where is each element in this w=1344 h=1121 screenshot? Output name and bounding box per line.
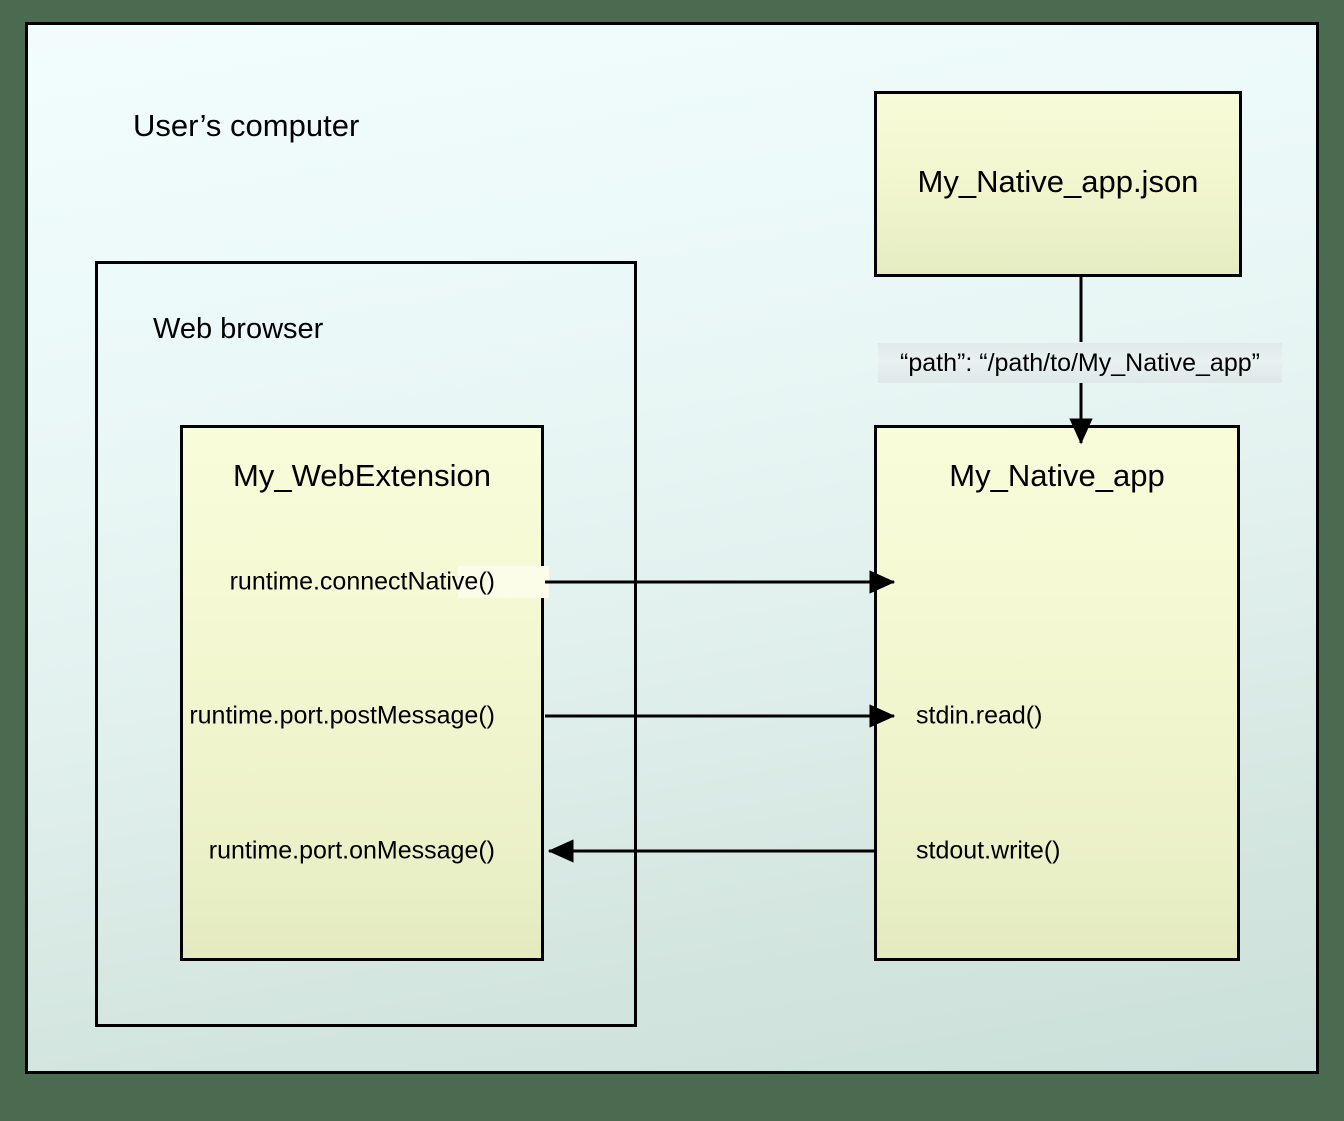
manifest-json-box: My_Native_app.json [874, 91, 1242, 277]
manifest-path-annotation: “path”: “/path/to/My_Native_app” [878, 343, 1282, 383]
users-computer-label: User’s computer [133, 108, 360, 143]
manifest-json-title: My_Native_app.json [917, 164, 1199, 199]
native-app-box: My_Native_app [874, 425, 1240, 961]
connectnative-text-highlight [458, 566, 549, 598]
web-browser-container [95, 261, 637, 1027]
label-stdout-write: stdout.write() [916, 836, 1061, 865]
label-runtime-connectnative: runtime.connectNative() [229, 567, 495, 596]
label-runtime-port-onmessage: runtime.port.onMessage() [208, 836, 495, 865]
native-app-title: My_Native_app [949, 458, 1165, 493]
manifest-path-text: “path”: “/path/to/My_Native_app” [900, 348, 1260, 377]
label-stdin-read: stdin.read() [916, 701, 1043, 730]
label-runtime-port-postmessage: runtime.port.postMessage() [189, 701, 495, 730]
web-browser-label: Web browser [153, 313, 324, 345]
webextension-title: My_WebExtension [233, 458, 491, 493]
diagram-canvas: User’s computer Web browser My_Native_ap… [25, 22, 1319, 1074]
webextension-box: My_WebExtension [180, 425, 544, 961]
native-messaging-diagram: User’s computer Web browser My_Native_ap… [25, 22, 1319, 1074]
